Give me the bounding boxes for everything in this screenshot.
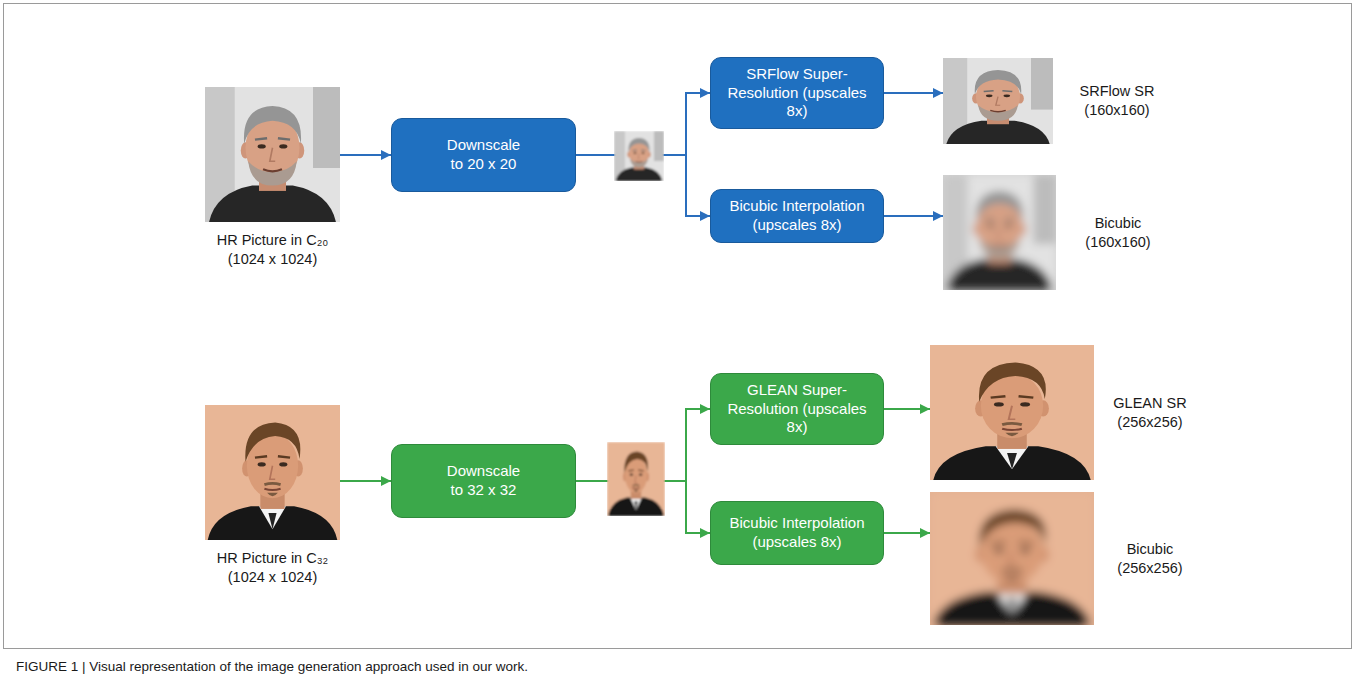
bicubic-portrait — [930, 492, 1094, 625]
image-panel: GLEAN SR (256x256) — [930, 345, 1094, 480]
image-panel: HR Picture in C₃₂ (1024 x 1024) — [205, 405, 340, 540]
text-stack: Downscale to 32 x 32 — [441, 462, 527, 500]
process-box: Bicubic Interpolation (upscales 8x) — [710, 189, 884, 243]
lowres-portrait — [614, 131, 664, 181]
figure-caption: FIGURE 1 | Visual representation of the … — [16, 659, 1336, 675]
sr-portrait — [943, 58, 1053, 144]
flow-arrow — [884, 215, 943, 217]
text-stack: Bicubic Interpolation (upscales 8x) — [719, 197, 875, 235]
image-caption: SRFlow SR (160x160) — [1075, 82, 1159, 120]
hr-portrait — [205, 87, 340, 222]
caption-holder: GLEAN SR (256x256) — [1108, 394, 1192, 432]
box-label: GLEAN Super-Resolution (upscales 8x) — [719, 381, 875, 437]
flow-arrow — [884, 408, 930, 410]
box-label: Bicubic Interpolation (upscales 8x) — [719, 197, 875, 235]
flow-arrow — [340, 154, 391, 156]
box-label: SRFlow Super-Resolution (upscales 8x) — [719, 65, 875, 121]
image-caption: HR Picture in C₂₀ (1024 x 1024) — [207, 231, 339, 269]
process-box: SRFlow Super-Resolution (upscales 8x) — [710, 57, 884, 129]
caption-holder: HR Picture in C₃₂ (1024 x 1024) — [207, 549, 339, 587]
hr-portrait — [205, 405, 340, 540]
process-box: Downscale to 20 x 20 — [391, 118, 576, 192]
flow-arrow — [884, 532, 930, 534]
sr-portrait — [930, 345, 1094, 480]
text-stack: Downscale to 20 x 20 — [441, 136, 527, 174]
process-box: Downscale to 32 x 32 — [391, 444, 576, 518]
image-caption: GLEAN SR (256x256) — [1108, 394, 1192, 432]
image-panel: Bicubic (160x160) — [943, 175, 1056, 290]
bicubic-portrait — [943, 175, 1056, 290]
text-stack: SRFlow Super-Resolution (upscales 8x) — [719, 65, 875, 121]
flow-arrow — [340, 480, 391, 482]
text-stack: GLEAN Super-Resolution (upscales 8x) — [719, 381, 875, 437]
image-panel: HR Picture in C₂₀ (1024 x 1024) — [205, 87, 340, 222]
figure-frame — [4, 4, 1352, 649]
text-stack: Bicubic Interpolation (upscales 8x) — [719, 514, 875, 552]
caption-holder: SRFlow SR (160x160) — [1075, 82, 1159, 120]
box-label: Downscale to 32 x 32 — [441, 462, 527, 500]
flow-arrow — [884, 92, 943, 94]
caption-holder: Bicubic (160x160) — [1076, 214, 1160, 252]
image-panel: Bicubic (256x256) — [930, 492, 1094, 625]
caption-holder: HR Picture in C₂₀ (1024 x 1024) — [207, 231, 339, 269]
process-box: GLEAN Super-Resolution (upscales 8x) — [710, 373, 884, 445]
lowres-portrait — [607, 442, 665, 516]
box-label: Bicubic Interpolation (upscales 8x) — [719, 514, 875, 552]
box-label: Downscale to 20 x 20 — [441, 136, 527, 174]
process-box: Bicubic Interpolation (upscales 8x) — [710, 501, 884, 565]
caption-holder: Bicubic (256x256) — [1108, 540, 1192, 578]
image-panel: SRFlow SR (160x160) — [943, 58, 1053, 144]
image-caption: Bicubic (256x256) — [1108, 540, 1192, 578]
image-caption: Bicubic (160x160) — [1076, 214, 1160, 252]
image-caption: HR Picture in C₃₂ (1024 x 1024) — [207, 549, 339, 587]
